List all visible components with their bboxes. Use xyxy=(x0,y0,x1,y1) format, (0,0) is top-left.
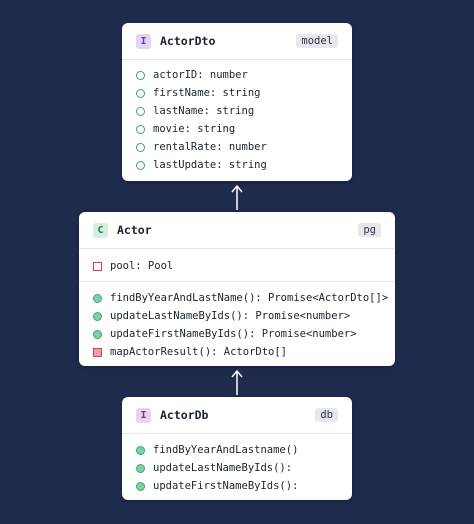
private-method-icon xyxy=(93,347,102,357)
public-method-icon xyxy=(93,311,102,321)
actordto-card[interactable]: I ActorDto model actorID: number firstNa… xyxy=(122,23,352,181)
field-row: lastUpdate: string xyxy=(136,156,338,174)
class-badge-icon: C xyxy=(93,222,108,238)
method-label: updateFirstNameByIds(): Promise<number> xyxy=(110,328,357,340)
field-row: pool: Pool xyxy=(93,257,381,275)
public-field-icon xyxy=(136,124,145,134)
method-row: updateLastNameByIds(): xyxy=(136,459,338,477)
actordto-tag: model xyxy=(296,34,338,48)
field-label: firstName: string xyxy=(153,87,261,99)
public-field-icon xyxy=(136,106,145,116)
interface-badge-icon: I xyxy=(136,407,151,423)
method-row: updateFirstNameByIds(): Promise<number> xyxy=(93,325,381,343)
actor-title: Actor xyxy=(117,223,152,237)
field-row: rentalRate: number xyxy=(136,138,338,156)
actordto-fields: actorID: number firstName: string lastNa… xyxy=(122,60,352,178)
field-row: firstName: string xyxy=(136,84,338,102)
field-row: movie: string xyxy=(136,120,338,138)
arrow-actor-to-actordto xyxy=(231,184,243,210)
method-label: updateLastNameByIds(): Promise<number> xyxy=(110,310,351,322)
method-row: mapActorResult(): ActorDto[] xyxy=(93,343,381,361)
actordb-tag: db xyxy=(315,408,338,422)
field-label: lastUpdate: string xyxy=(153,159,267,171)
field-label: pool: Pool xyxy=(110,260,174,272)
field-label: rentalRate: number xyxy=(153,141,267,153)
actor-fields: pool: Pool xyxy=(79,249,395,281)
method-label: updateLastNameByIds(): xyxy=(153,462,293,474)
actordb-header: I ActorDb db xyxy=(122,397,352,434)
method-label: mapActorResult(): ActorDto[] xyxy=(110,346,288,358)
method-row: findByYearAndLastName(): Promise<ActorDt… xyxy=(93,289,388,307)
field-row: lastName: string xyxy=(136,102,338,120)
field-label: lastName: string xyxy=(153,105,255,117)
method-label: findByYearAndLastname() xyxy=(153,444,299,456)
actor-card[interactable]: C Actor pg pool: Pool findByYearAndLastN… xyxy=(79,212,395,366)
method-label: findByYearAndLastName(): Promise<ActorDt… xyxy=(110,292,389,304)
private-field-icon xyxy=(93,261,102,271)
public-method-icon xyxy=(136,463,145,473)
public-field-icon xyxy=(136,70,145,80)
field-label: movie: string xyxy=(153,123,236,135)
actordto-title: ActorDto xyxy=(160,34,216,48)
actor-tag: pg xyxy=(358,223,381,237)
public-field-icon xyxy=(136,160,145,170)
public-method-icon xyxy=(93,329,102,339)
public-field-icon xyxy=(136,88,145,98)
method-row: updateLastNameByIds(): Promise<number> xyxy=(93,307,381,325)
actordto-header: I ActorDto model xyxy=(122,23,352,60)
public-method-icon xyxy=(136,445,145,455)
interface-badge-icon: I xyxy=(136,33,151,49)
public-field-icon xyxy=(136,142,145,152)
actor-header: C Actor pg xyxy=(79,212,395,249)
method-row: findByYearAndLastname() xyxy=(136,441,338,459)
field-row: actorID: number xyxy=(136,66,338,84)
arrow-actordb-to-actor xyxy=(231,369,243,395)
actordb-title: ActorDb xyxy=(160,408,209,422)
public-method-icon xyxy=(136,481,145,491)
method-label: updateFirstNameByIds(): xyxy=(153,480,299,492)
actor-methods: findByYearAndLastName(): Promise<ActorDt… xyxy=(79,281,395,365)
field-label: actorID: number xyxy=(153,69,248,81)
actordb-card[interactable]: I ActorDb db findByYearAndLastname() upd… xyxy=(122,397,352,500)
public-method-icon xyxy=(93,293,102,303)
method-row: updateFirstNameByIds(): xyxy=(136,477,338,495)
actordb-methods: findByYearAndLastname() updateLastNameBy… xyxy=(122,434,352,499)
